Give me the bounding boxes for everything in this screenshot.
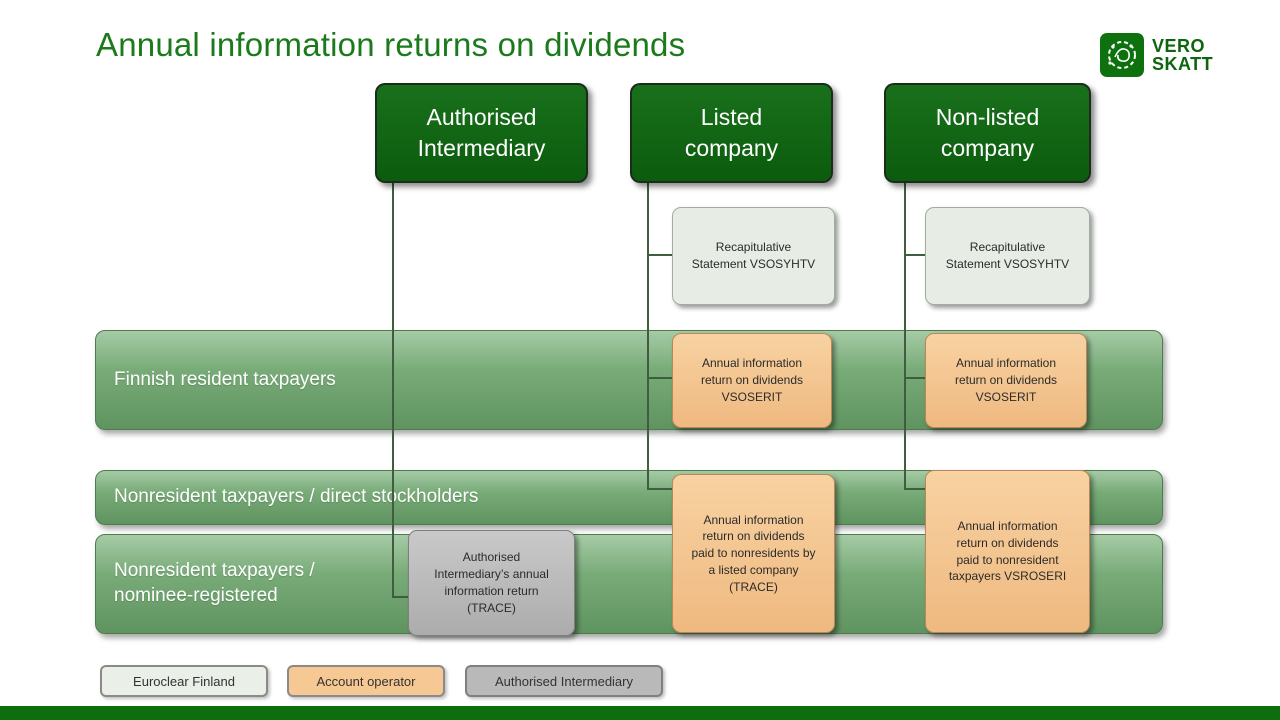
box-recapitulative-statement-non-listed: Recapitulative Statement VSOSYHTV: [925, 207, 1090, 305]
footer-bar: [0, 706, 1280, 720]
legend-label: Account operator: [316, 673, 416, 689]
box-vsoserit-listed: Annual information return on dividends V…: [672, 333, 832, 428]
topbox-listed-company: Listed company: [630, 83, 833, 183]
box-recapitulative-statement-listed: Recapitulative Statement VSOSYHTV: [672, 207, 835, 305]
band-label: Nonresident taxpayers / nominee-register…: [114, 560, 315, 606]
logo-text-skatt: SKATT: [1152, 54, 1214, 74]
connector-listed-vertical: [647, 182, 649, 490]
band-label: Finnish resident taxpayers: [114, 368, 336, 390]
connector-listed-vsoserit: [647, 377, 672, 379]
vero-logo-icon: [1100, 33, 1144, 77]
legend-label: Euroclear Finland: [133, 673, 235, 689]
band-label: Nonresident taxpayers / direct stockhold…: [114, 486, 479, 508]
connector-listed-trace: [647, 488, 672, 490]
legend-account-operator: Account operator: [287, 665, 445, 697]
connector-authorised-intermediary-vertical: [392, 182, 394, 598]
connector-nonlisted-vsoserit: [904, 377, 925, 379]
box-vsroseri-non-listed: Annual information return on dividends p…: [925, 470, 1090, 633]
logo-wordmark: VERO SKATT: [1152, 35, 1214, 74]
box-trace-listed-company: Annual information return on dividends p…: [672, 474, 835, 633]
connector-nonlisted-vsroseri: [904, 488, 925, 490]
connector-nonlisted-vertical: [904, 182, 906, 490]
connector-listed-recap: [647, 254, 672, 256]
connector-nonlisted-recap: [904, 254, 925, 256]
vero-skatt-logo: VERO SKATT: [1100, 33, 1213, 77]
topbox-non-listed-company: Non-listed company: [884, 83, 1091, 183]
box-vsoserit-non-listed: Annual information return on dividends V…: [925, 333, 1087, 428]
logo-text-vero: VERO: [1152, 35, 1206, 56]
box-authorised-intermediary-return: Authorised Intermediary’s annual informa…: [408, 530, 575, 636]
connector-authorised-intermediary-elbow: [392, 596, 408, 598]
topbox-authorised-intermediary: Authorised Intermediary: [375, 83, 588, 183]
legend-euroclear-finland: Euroclear Finland: [100, 665, 268, 697]
legend-authorised-intermediary: Authorised Intermediary: [465, 665, 663, 697]
legend-label: Authorised Intermediary: [494, 673, 633, 689]
page-title: Annual information returns on dividends: [96, 26, 686, 63]
